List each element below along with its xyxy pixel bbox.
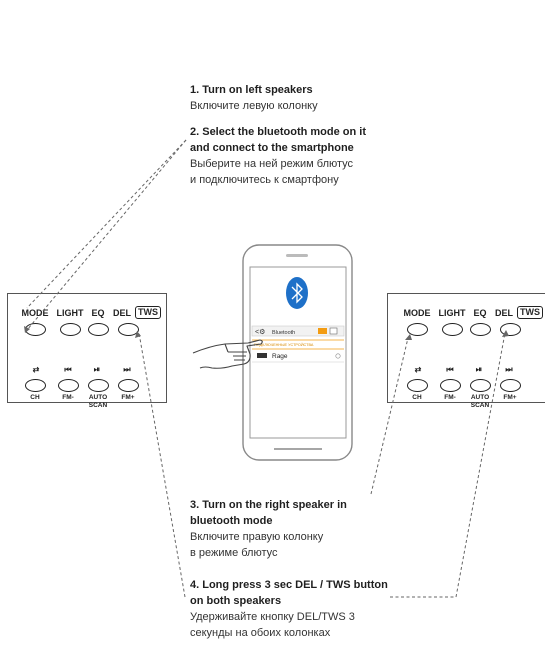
step-1: 1. Turn on left speakers Включите левую … [190, 82, 318, 114]
connector-arrowheads [24, 326, 509, 340]
ch-button[interactable] [407, 379, 428, 392]
step-3-en-1: 3. Turn on the right speaker in [190, 499, 347, 511]
step-3: 3. Turn on the right speaker in bluetoot… [190, 497, 347, 561]
light-label: LIGHT [438, 308, 466, 318]
eq-label: EQ [473, 308, 487, 318]
step-4: 4. Long press 3 sec DEL / TWS button on … [190, 577, 388, 641]
connector-step3-right-mode [370, 337, 409, 495]
auto-scan-button[interactable] [470, 379, 491, 392]
step-2-en-2: and connect to the smartphone [190, 142, 354, 154]
arrow-right-mode [405, 334, 412, 340]
step-3-ru-2: в режиме блютус [190, 547, 278, 559]
eq-button[interactable] [88, 323, 109, 336]
prev-icon: ⏮ [446, 365, 454, 374]
step-4-en-2: on both speakers [190, 595, 282, 607]
step-2-en-1: 2. Select the bluetooth mode on it [190, 126, 367, 138]
step-2-ru-1: Выберите на ней режим блютус [190, 158, 354, 170]
ch-label: CH [412, 394, 422, 401]
step-4-en-1: 4. Long press 3 sec DEL / TWS button [190, 579, 388, 591]
play-pause-icon: ⏯ [93, 365, 101, 374]
ch-button[interactable] [25, 379, 46, 392]
auto-scan-label: AUTO SCAN [88, 394, 108, 409]
step-4-ru-1: Удерживайте кнопку DEL/TWS 3 [190, 611, 355, 623]
arrow-right-del [502, 330, 509, 337]
step-4-ru-2: секунды на обоих колонках [190, 627, 331, 639]
connector-step2-left-mode [26, 139, 187, 331]
play-pause-icon: ⏯ [475, 365, 483, 374]
connector-lines [26, 139, 506, 598]
next-icon: ⏭ [505, 365, 513, 374]
tws-label: TWS [517, 306, 543, 319]
device-settings-icon [335, 353, 341, 359]
del-label: DEL [495, 308, 513, 318]
bluetooth-icon [286, 277, 308, 309]
fm-minus-label: FM- [444, 394, 456, 401]
fm-plus-label: FM+ [503, 394, 517, 401]
fm-minus-label: FM- [62, 394, 74, 401]
phone-speaker-slot [286, 254, 308, 257]
fm-minus-button[interactable] [440, 379, 461, 392]
ch-label: CH [30, 394, 40, 401]
eq-button[interactable] [470, 323, 491, 336]
phone-header: Bluetooth [272, 330, 295, 336]
repeat-icon: ⇄ [32, 365, 40, 374]
eq-label: EQ [91, 308, 105, 318]
tws-label: TWS [135, 306, 161, 319]
connector-step2-mode [26, 139, 187, 309]
connector-step4-right [390, 332, 506, 598]
step-2: 2. Select the bluetooth mode on it and c… [190, 124, 366, 188]
fm-plus-button[interactable] [118, 379, 139, 392]
fm-minus-button[interactable] [58, 379, 79, 392]
light-button[interactable] [442, 323, 463, 336]
prev-icon: ⏮ [64, 365, 72, 374]
fm-plus-label: FM+ [121, 394, 135, 401]
auto-scan-label: AUTO SCAN [470, 394, 490, 409]
step-2-ru-2: и подключитесь к смартфону [190, 174, 339, 186]
del-tws-button[interactable] [118, 323, 139, 336]
left-speaker-panel: MODE LIGHT EQ DEL TWS ⇄ ⏮ ⏯ ⏭ CH FM- AUT… [7, 293, 167, 409]
arrow-left-del [135, 331, 141, 338]
phone-section: ПОДКЛЮЧЕННЫЕ УСТРОЙСТВА [254, 343, 314, 347]
phone-back-icon: <⚙ [255, 328, 265, 336]
step-1-ru: Включите левую колонку [190, 100, 318, 112]
connector-step4-left-del [138, 332, 186, 598]
step-3-ru-1: Включите правую колонку [190, 531, 324, 543]
light-button[interactable] [60, 323, 81, 336]
device-icon [257, 353, 267, 358]
toggle-icon-2 [329, 327, 338, 335]
mode-label: MODE [403, 308, 431, 318]
hand-icon [192, 339, 263, 369]
step-1-en: 1. Turn on left speakers [190, 84, 313, 96]
auto-scan-button[interactable] [88, 379, 109, 392]
phone-header-bar [251, 325, 345, 337]
repeat-icon: ⇄ [414, 365, 422, 374]
del-label: DEL [113, 308, 131, 318]
mode-button[interactable] [407, 323, 428, 336]
mode-label: MODE [21, 308, 49, 318]
phone-device: Rage [272, 353, 288, 360]
fm-plus-button[interactable] [500, 379, 521, 392]
right-speaker-panel: MODE LIGHT EQ DEL TWS ⇄ ⏮ ⏯ ⏭ CH FM- AUT… [387, 293, 545, 409]
step-3-en-2: bluetooth mode [190, 515, 273, 527]
next-icon: ⏭ [123, 365, 131, 374]
arrow-left-mode [24, 326, 30, 333]
light-label: LIGHT [56, 308, 84, 318]
toggle-icon [318, 328, 327, 334]
